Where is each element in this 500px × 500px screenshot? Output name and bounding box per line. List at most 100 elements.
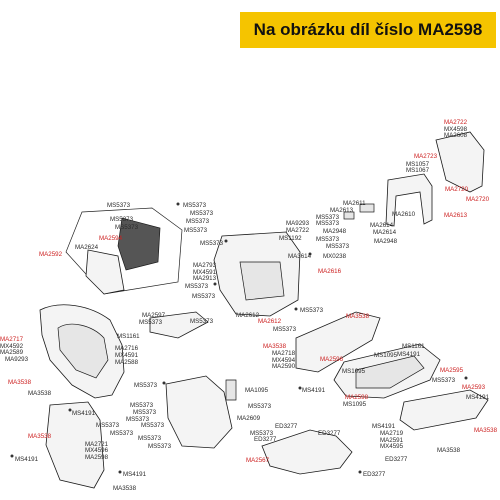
part-label: MS1161: [117, 333, 140, 340]
screw: [358, 470, 362, 474]
part-label: MA2598: [345, 394, 369, 401]
part-label: MA2610: [392, 211, 416, 218]
part-label: MX4594: [272, 357, 296, 364]
part-label: MS5373: [110, 216, 134, 223]
part-label: MA2913: [193, 275, 217, 282]
part-label: MX4592: [0, 343, 24, 350]
part-label: MA2722: [444, 119, 468, 126]
part-label: MS1161: [402, 343, 425, 350]
side-step-panel: [399, 389, 489, 431]
part-label: MS5373: [273, 326, 297, 333]
part-label: MA2614: [373, 229, 397, 236]
part-label: MS4191: [72, 410, 96, 417]
part-label: MA2722: [286, 227, 310, 234]
part-label: MA2596: [320, 356, 344, 363]
part-label: MS5373: [316, 214, 340, 221]
part-label: MA2720: [466, 196, 490, 203]
part-label: MA2720: [445, 186, 469, 193]
part-label: MA2718: [272, 350, 296, 357]
part-label: MS5373: [139, 319, 163, 326]
part-label: MA2592: [39, 251, 63, 258]
part-label: MS5373: [126, 416, 150, 423]
part-label: MA3538: [263, 343, 287, 350]
screw: [68, 408, 72, 412]
part-label: MS5373: [138, 435, 162, 442]
part-label: MX4591: [115, 352, 139, 359]
part-label: MS5373: [248, 403, 272, 410]
part-label: MA2616: [318, 268, 342, 275]
part-label: MA2598: [85, 454, 109, 461]
part-label: MS5373: [316, 220, 340, 227]
part-label: MA9293: [5, 356, 29, 363]
part-label: MA3538: [28, 390, 52, 397]
part-label: MS5373: [190, 210, 214, 217]
banner-title: Na obrázku díl číslo MA2598: [253, 20, 483, 39]
luggage-rack: [385, 173, 433, 227]
floor-panel: [295, 311, 381, 373]
part-label: MX4595: [380, 443, 404, 450]
connecting-cover: [149, 311, 209, 339]
part-label: MS5373: [186, 218, 210, 225]
part-label: MA2597: [142, 312, 166, 319]
screw: [213, 282, 217, 286]
part-label: MA2595: [440, 367, 464, 374]
title-banner: Na obrázku díl číslo MA2598: [240, 12, 496, 48]
part-label: MA3538: [28, 433, 52, 440]
part-label: MA2612: [258, 318, 282, 325]
part-label: MS4191: [397, 351, 421, 358]
part-label: MA3538: [346, 313, 370, 320]
part-label: MA3538: [8, 379, 32, 386]
part-label: MA3614: [288, 253, 312, 260]
part-label: MS1095: [343, 401, 367, 408]
part-label: MA2567: [246, 457, 270, 464]
screw: [308, 252, 312, 256]
screw: [224, 239, 228, 243]
part-label: MS5373: [316, 236, 340, 243]
part-label: MS1057: [406, 161, 430, 168]
part-label: MA9293: [286, 220, 310, 227]
part-label: MA2624: [75, 244, 99, 251]
part-label: MS5373: [192, 293, 216, 300]
part-label: MA3538: [474, 427, 498, 434]
part-label: MS5373: [134, 382, 158, 389]
part-label: MS5373: [96, 422, 120, 429]
part-label: MS5373: [130, 402, 154, 409]
part-label: MX4598: [444, 126, 468, 133]
part-label: MS5373: [141, 422, 165, 429]
part-label: ED3277: [254, 436, 277, 443]
part-label: MA2588: [115, 359, 139, 366]
part-label: MA2611: [343, 200, 366, 207]
part-label: MS5373: [432, 377, 456, 384]
part-label: MS1095: [374, 352, 398, 359]
part-label: MS5373: [133, 409, 157, 416]
footboard-mat: [355, 355, 425, 389]
part-label: ED3277: [363, 471, 386, 478]
front-grille-assembly: [65, 207, 183, 295]
part-label: MA2721: [85, 441, 109, 448]
screw: [464, 376, 468, 380]
part-label: MA2793: [193, 262, 217, 269]
part-label: MX0238: [323, 253, 347, 260]
part-label: MS5373: [184, 227, 208, 234]
headlight-grille-mesh: [117, 217, 161, 271]
screw: [176, 202, 180, 206]
part-label: MX4591: [193, 269, 217, 276]
part-label: MA2612: [236, 312, 260, 319]
part-label: ED3277: [318, 430, 341, 437]
part-label: MS1067: [406, 167, 430, 174]
screw: [162, 381, 166, 385]
part-label: MS5373: [107, 202, 131, 209]
part-label: MA2589: [0, 349, 24, 356]
clip-part: [343, 211, 355, 220]
part-label: MA2614: [370, 222, 394, 229]
part-label: MA2948: [323, 228, 347, 235]
part-label: MS4191: [302, 387, 326, 394]
part-label: MS4191: [372, 423, 396, 430]
screws: [10, 202, 468, 474]
part-label: MA2593: [462, 384, 486, 391]
part-label: MS5373: [115, 224, 139, 231]
screw: [10, 454, 14, 458]
part-label: MS5373: [190, 318, 214, 325]
rear-bracket: [435, 131, 485, 193]
